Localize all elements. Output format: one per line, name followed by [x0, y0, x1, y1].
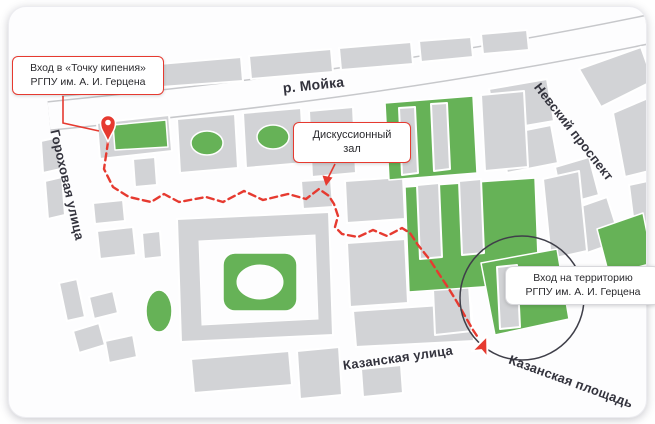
callout-connectors — [62, 96, 336, 186]
route-path — [102, 140, 481, 341]
callout-discussion-hall-line2: зал — [343, 143, 361, 156]
navigation-arrow-icon[interactable] — [470, 333, 495, 359]
callout-discussion-hall-line1: Дискуссионный — [312, 129, 392, 141]
map-pin-icon[interactable] — [99, 114, 117, 145]
callout-boiling-point-line1: Вход в «Точку кипения» — [30, 62, 146, 74]
callout-boiling-point-line2: РГПУ им. А. И. Герцена — [30, 75, 146, 88]
callout-territory-entrance: Вход на территорию РГПУ им. А. И. Герцен… — [505, 266, 655, 306]
callout-territory-entrance-line2: РГПУ им. А. И. Герцена — [525, 285, 641, 298]
callout-territory-entrance-line1: Вход на территорию — [533, 272, 633, 284]
callout-boiling-point-entrance: Вход в «Точку кипения» РГПУ им. А. И. Ге… — [12, 56, 164, 96]
river-band — [47, 14, 646, 131]
callout-discussion-hall: Дискуссионный зал — [293, 122, 411, 163]
